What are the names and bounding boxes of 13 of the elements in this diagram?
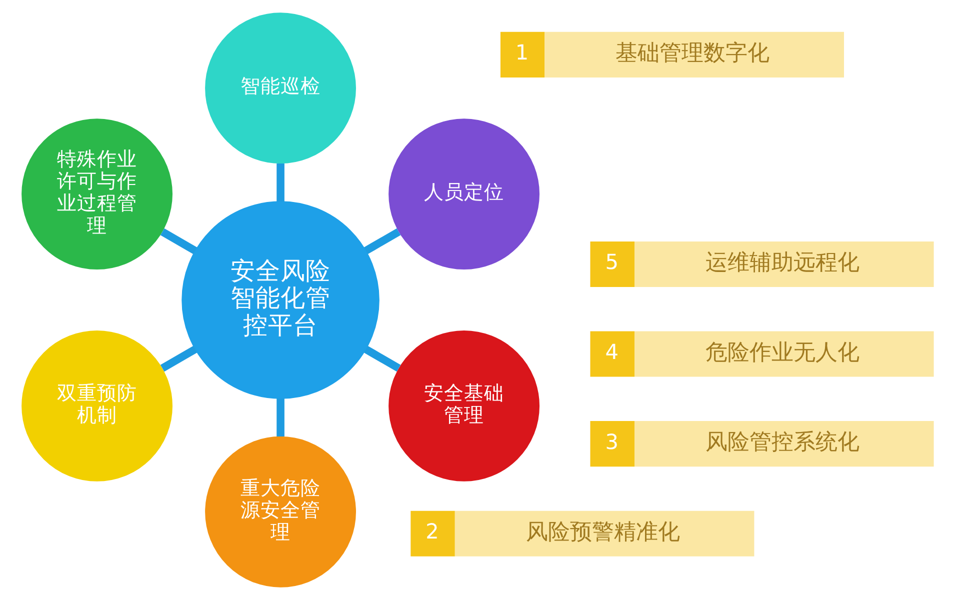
node-circle: 安全基础管理 [388,330,540,482]
node-circle: 特殊作业许可与作业过程管理 [22,118,172,270]
node-circle: 人员定位 [388,118,540,270]
connector [364,346,401,372]
connector [364,228,401,254]
connector [160,228,198,254]
connector [276,164,284,202]
node-circle: 双重预防机制 [22,330,172,482]
node-circle: 重大危险源安全管理 [205,436,356,588]
node-circle: 智能巡检 [205,12,356,164]
node-circle: 安全风险智能化管控平台 [182,201,380,399]
connector [276,398,284,436]
connector [160,346,198,372]
